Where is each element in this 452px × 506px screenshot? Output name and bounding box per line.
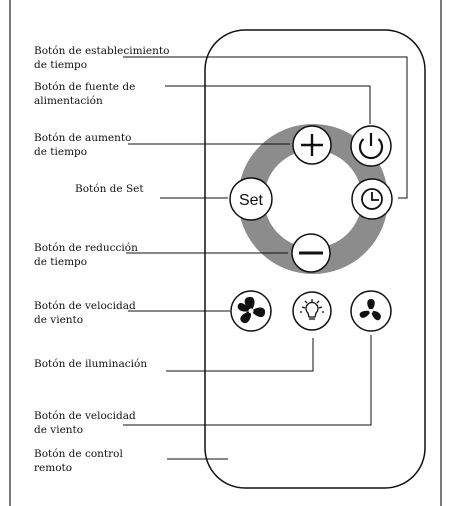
fan-icon	[237, 296, 266, 324]
power-icon	[358, 133, 384, 160]
plus-icon	[301, 134, 323, 156]
label-wind-speed-1: Botón de velocidad de viento	[34, 300, 136, 326]
label-lighting: Botón de iluminación	[34, 358, 148, 370]
fan-icon	[359, 299, 381, 321]
label-remote: Botón de control remoto	[34, 448, 123, 474]
label-time-setting: Botón de establecimiento de tiempo	[34, 45, 170, 71]
light-bulb-icon	[300, 299, 324, 320]
time-decrease-button[interactable]	[291, 233, 331, 273]
time-increase-button[interactable]	[292, 125, 332, 165]
leader-power	[165, 85, 371, 124]
label-power: Botón de fuente de alimentación	[34, 81, 136, 107]
power-button[interactable]	[350, 125, 392, 167]
label-set: Botón de Set	[75, 183, 144, 195]
label-wind-speed-2: Botón de velocidad de viento	[34, 410, 136, 436]
leader-lighting	[166, 338, 314, 372]
leader-wind-speed-2	[123, 335, 372, 426]
wind-speed-button-1[interactable]	[230, 290, 272, 332]
wind-speed-button-2[interactable]	[350, 290, 392, 332]
label-time-increase: Botón de aumento de tiempo	[34, 132, 132, 158]
lighting-button[interactable]	[292, 291, 332, 331]
set-button[interactable]: Set	[229, 177, 273, 221]
time-setting-button[interactable]	[351, 178, 393, 220]
clock-icon	[361, 188, 383, 210]
leader-lines	[123, 56, 408, 460]
leader-time-setting	[123, 56, 408, 199]
set-button-label: Set	[239, 192, 264, 209]
label-time-decrease: Botón de reducción de tiempo	[34, 242, 138, 268]
